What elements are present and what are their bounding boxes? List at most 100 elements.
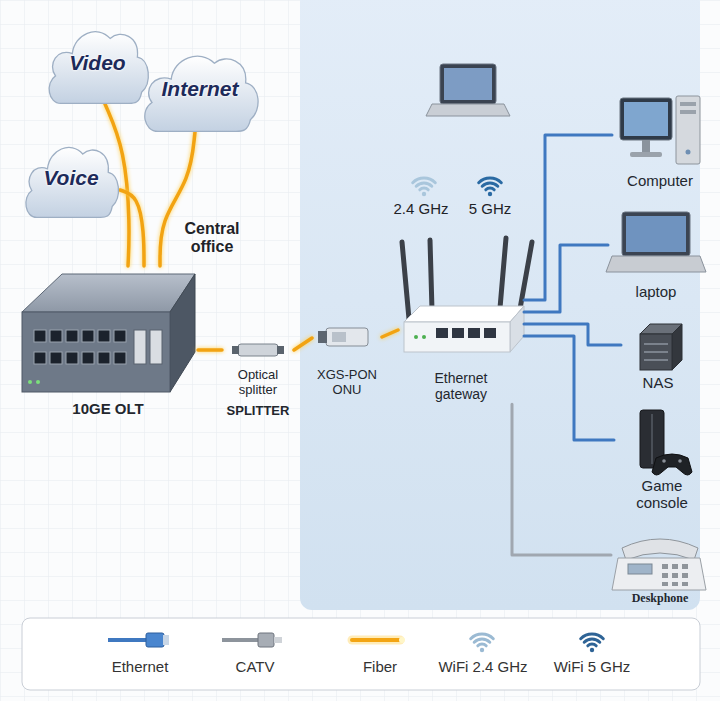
- ethernet-sample: [108, 638, 146, 642]
- olt-device: [28, 380, 32, 384]
- deskphone-icon: [682, 582, 688, 586]
- olt-device: [114, 330, 126, 342]
- olt-device: [66, 352, 78, 364]
- service-cloud: Video: [45, 22, 150, 104]
- ethernet-gateway: [510, 306, 524, 352]
- fiber-link: [294, 338, 312, 350]
- catv-sample: [258, 633, 274, 647]
- device-label: SPLITTER: [226, 404, 290, 419]
- computer-icon: [680, 110, 696, 114]
- deskphone-icon: [662, 573, 668, 578]
- olt-device: [22, 312, 170, 392]
- cloud-label: Internet: [161, 77, 238, 101]
- olt-device: [50, 330, 62, 342]
- ethernet-gateway: [436, 328, 448, 338]
- cloud-outline: [49, 32, 148, 104]
- phone-cable: [512, 404, 611, 555]
- legend-bar: [22, 618, 700, 690]
- legend-label: WiFi 2.4 GHz: [438, 658, 527, 675]
- ethernet-sample: [163, 635, 169, 645]
- game-console-icon: [640, 410, 692, 475]
- device-label: Game console: [629, 477, 695, 512]
- wifi-24-icon: [413, 178, 436, 183]
- network-device: Optical splitterSPLITTER: [222, 336, 294, 421]
- device-label: laptop: [612, 283, 700, 300]
- catv-sample: [222, 633, 282, 647]
- ethernet-gateway: [404, 322, 510, 352]
- computer-icon: [676, 96, 700, 164]
- optical-splitter: [232, 344, 284, 356]
- onu-module: [318, 331, 327, 343]
- device-label: Deskphone: [615, 592, 705, 606]
- deskphone-icon: [662, 564, 668, 569]
- olt-device: [82, 330, 94, 342]
- onu-module: [318, 328, 368, 346]
- ethernet-gateway: [452, 328, 464, 338]
- computer-icon: [620, 96, 700, 164]
- device-label: XGS-PON ONU: [316, 368, 378, 398]
- olt-device: [170, 274, 195, 392]
- deskphone-icon: [682, 573, 688, 578]
- game-console-icon: [651, 414, 653, 464]
- deskphone-icon: [662, 582, 668, 586]
- device-label: Ethernet gateway: [426, 370, 496, 402]
- ethernet-gateway: [500, 238, 506, 308]
- ethernet-cable: [524, 336, 614, 440]
- wifi-24-icon: [422, 192, 426, 196]
- cloud-outline: [145, 56, 258, 131]
- network-device: 10GE OLT: [18, 266, 198, 419]
- ethernet-gateway: [422, 335, 426, 339]
- network-device: Game console: [614, 405, 710, 514]
- wifi-5-icon: [479, 178, 502, 183]
- olt-device: [82, 352, 94, 364]
- ethernet-gateway: [404, 306, 524, 322]
- home-panel: [300, 0, 700, 610]
- deskphone-icon: [672, 582, 678, 586]
- network-device: Ethernet gateway: [398, 290, 524, 404]
- wifi-5-icon: [486, 188, 494, 190]
- site-label: Central office: [176, 220, 248, 257]
- laptop-icon: [426, 64, 510, 116]
- fiber-link: [382, 330, 398, 337]
- ethernet-sample: [108, 633, 169, 647]
- olt-device: [34, 330, 46, 342]
- nas-icon: [640, 324, 682, 370]
- device-label: Optical splitter: [226, 368, 290, 398]
- nas-icon: [640, 334, 672, 370]
- wifi-5-sample: [584, 639, 600, 642]
- computer-icon: [630, 152, 662, 157]
- olt-device: [98, 352, 110, 364]
- network-device: laptop: [608, 205, 704, 302]
- home-panel: [300, 0, 700, 610]
- computer-icon: [680, 102, 696, 106]
- cloud-label: Voice: [43, 166, 98, 190]
- legend-item: Fiber: [363, 658, 397, 675]
- device-label: 10GE OLT: [48, 400, 168, 417]
- deskphone-icon: [672, 573, 678, 578]
- laptop-icon: [606, 212, 706, 272]
- computer-icon: [686, 150, 691, 155]
- catv-sample: [274, 637, 282, 643]
- legend-item: CATV: [236, 658, 275, 675]
- laptop-icon: [622, 212, 690, 256]
- wifi-24-icon: [420, 188, 428, 190]
- laptop-icon: [440, 64, 496, 104]
- network-device: XGS-PON ONU: [312, 318, 382, 400]
- ethernet-sample: [146, 633, 164, 647]
- fiber-link: [120, 190, 144, 266]
- laptop-icon: [606, 256, 706, 272]
- wifi-5-sample: [581, 634, 604, 652]
- ethernet-cable: [524, 245, 608, 312]
- fiber-sample: [399, 637, 405, 643]
- legend-bar: [22, 618, 700, 690]
- deskphone-icon: [612, 558, 706, 590]
- cloud-outline: [26, 147, 119, 217]
- deskphone-icon: [628, 564, 652, 574]
- olt-device: [150, 330, 162, 364]
- nas-icon: [644, 343, 668, 345]
- network-device: Deskphone: [611, 522, 709, 608]
- fiber-link: [198, 348, 222, 352]
- nas-icon: [672, 324, 682, 370]
